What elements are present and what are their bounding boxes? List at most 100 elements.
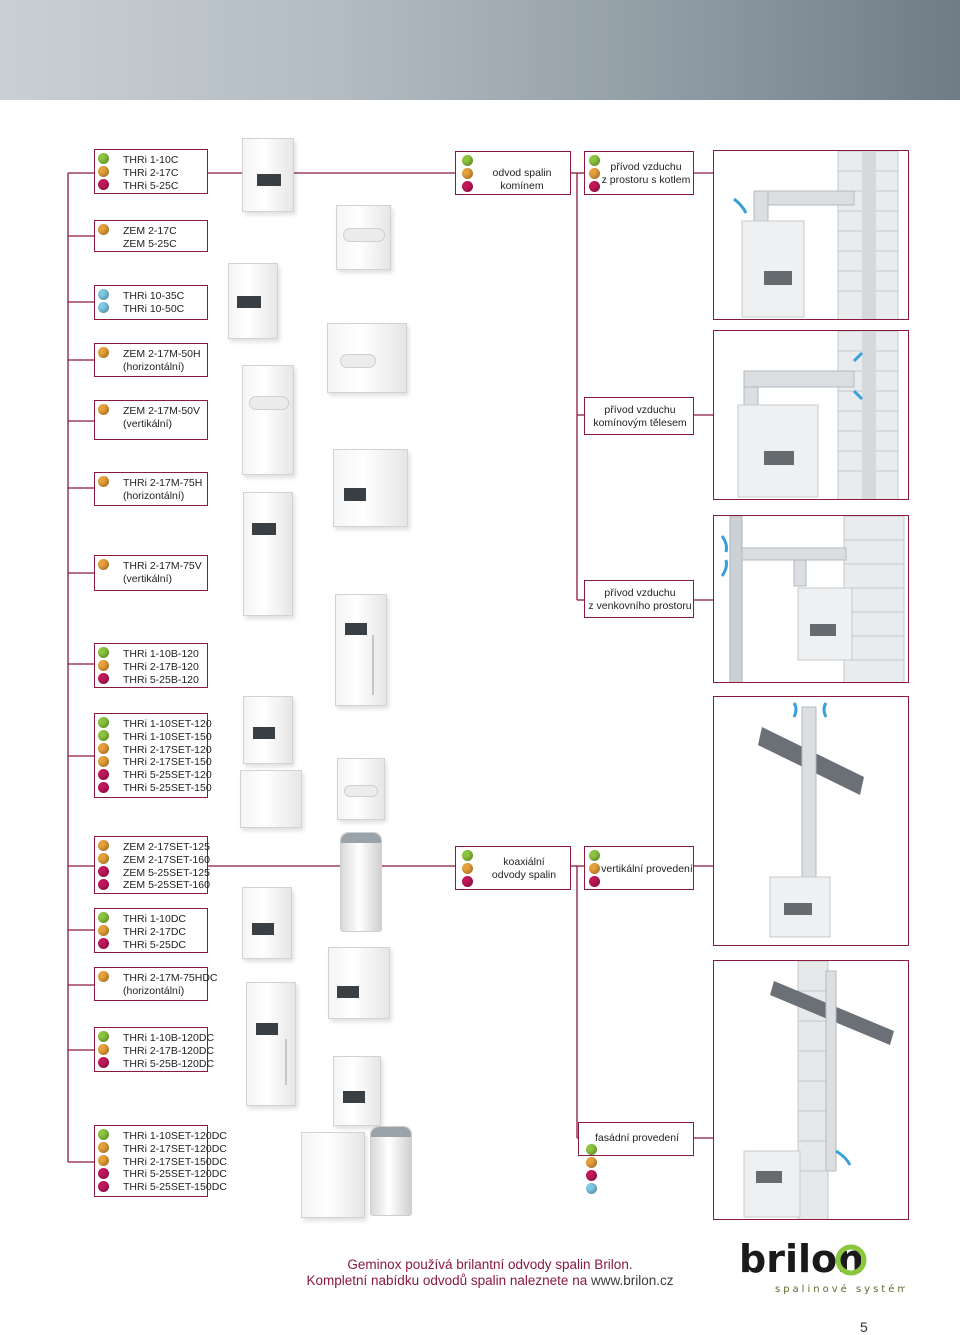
green-dot	[98, 912, 109, 923]
magenta-dot	[98, 1181, 109, 1192]
model-name: THRi 1-10SET-150	[123, 730, 212, 743]
model-name: THRi 10-50C	[123, 302, 185, 315]
model-name: THRi 2-17B-120DC	[123, 1044, 215, 1057]
model-list: THRi 2-17M-75V(vertikální)	[123, 560, 202, 586]
coaxial-label-line1: koaxiální	[503, 856, 545, 868]
air-outside-label: přívod vzduchu z venkovního prostoru	[587, 587, 693, 613]
magenta-dot	[98, 179, 109, 190]
scene-outside-air	[713, 515, 909, 683]
page-number: 5	[860, 1319, 868, 1335]
model-name: ZEM 2-17SET-160	[123, 853, 210, 866]
model-name: THRi 5-25SET-120	[123, 769, 212, 782]
compatibility-dots	[98, 1031, 109, 1070]
magenta-dot	[98, 879, 109, 890]
chimney-exhaust-label: odvod spalin komínem	[492, 167, 552, 192]
model-name: (horizontální)	[123, 489, 185, 502]
model-name: ZEM 2-17M-50H	[123, 348, 201, 360]
model-name: THRi 5-25B-120	[123, 673, 199, 686]
boiler-image	[337, 758, 385, 820]
magenta-dot	[98, 938, 109, 949]
model-name: (horizontální)	[123, 360, 185, 373]
header-banner	[0, 0, 960, 100]
vertical-version-box: vertikální provedení	[584, 846, 694, 890]
green-dot	[98, 1031, 109, 1042]
model-name: THRi 2-17SET-150DC	[123, 1155, 227, 1168]
model-name: THRi 2-17M-75V	[123, 560, 202, 572]
air-outside-box: přívod vzduchu z venkovního prostoru	[584, 580, 694, 618]
model-name: ZEM 5-25C	[123, 237, 177, 250]
footer-note: Geminox používá brilantní odvody spalin …	[280, 1257, 700, 1289]
facade-version-label: fasádní provedení	[594, 1132, 680, 1144]
logo-tagline: spalinové systémy	[775, 1283, 905, 1295]
green-dot	[586, 1144, 597, 1155]
orange-dot	[98, 476, 109, 487]
model-name: THRi 1-10B-120DC	[123, 1032, 215, 1044]
compatibility-dots	[98, 717, 109, 795]
model-name: ZEM 2-17SET-125	[123, 841, 210, 853]
logo-ring-icon	[835, 1244, 867, 1276]
magenta-dot	[589, 181, 600, 192]
model-name: THRi 1-10DC	[123, 913, 187, 925]
model-name: THRi 2-17M-75H	[123, 477, 203, 489]
orange-dot	[98, 925, 109, 936]
model-name: THRi 2-17B-120	[123, 660, 199, 673]
magenta-dot	[98, 673, 109, 684]
boiler-image	[242, 365, 294, 475]
orange-dot	[462, 168, 473, 179]
scene-facade	[713, 960, 909, 1220]
boiler-image	[243, 492, 293, 616]
model-name: THRi 2-17DC	[123, 925, 187, 938]
model-group-box: THRi 2-17M-75HDC(horizontální)	[94, 967, 218, 1001]
boiler-image	[327, 323, 407, 393]
boiler-image	[333, 1056, 381, 1126]
orange-dot	[586, 1157, 597, 1168]
air-room-line1: přívod vzduchu	[610, 161, 682, 173]
footer-line2-text: Kompletní nabídku odvodů spalin naleznet…	[306, 1273, 591, 1288]
coaxial-label: koaxiální odvody spalin	[476, 856, 572, 882]
model-name: THRi 2-17SET-120DC	[123, 1142, 227, 1155]
footer-url-link[interactable]: www.brilon.cz	[590, 1273, 674, 1288]
footer-line2: Kompletní nabídku odvodů spalin naleznet…	[280, 1273, 700, 1289]
compatibility-dots	[98, 224, 109, 237]
model-name: THRi 5-25B-120DC	[123, 1057, 215, 1070]
model-name: THRi 1-10SET-120DC	[123, 1130, 227, 1142]
green-dot	[462, 155, 473, 166]
coaxial-exhaust-box: koaxiální odvody spalin	[455, 846, 571, 890]
model-group-box: THRi 2-17M-75H(horizontální)	[94, 472, 208, 506]
boiler-image	[240, 770, 302, 828]
boiler-image	[336, 205, 391, 270]
magenta-dot	[98, 769, 109, 780]
green-dot	[589, 850, 600, 861]
compatibility-dots	[98, 559, 109, 572]
model-list: THRi 2-17M-75HDC(horizontální)	[123, 972, 218, 998]
air-outside-line1: přívod vzduchu	[604, 587, 676, 599]
brilon-logo: brilon spalinové systémy	[735, 1236, 916, 1296]
chimney-exhaust-box: odvod spalin komínem	[455, 151, 571, 195]
model-name: THRi 10-35C	[123, 290, 185, 302]
air-chimney-line1: přívod vzduchu	[604, 404, 676, 416]
vertical-version-label: vertikální provedení	[601, 863, 693, 875]
orange-dot	[589, 863, 600, 874]
orange-dot	[98, 1155, 109, 1166]
air-room-line2: z prostoru s kotlem	[601, 174, 691, 186]
air-outside-line2: z venkovního prostoru	[588, 600, 692, 612]
orange-dot	[98, 660, 109, 671]
model-name: THRi 5-25C	[123, 179, 179, 192]
model-group-box: ZEM 2-17M-50H(horizontální)	[94, 343, 208, 377]
model-name: THRi 1-10SET-120	[123, 718, 212, 730]
magenta-dot	[462, 181, 473, 192]
logo-word: brilon	[739, 1237, 864, 1281]
orange-dot	[98, 756, 109, 767]
model-name: THRi 2-17C	[123, 166, 179, 179]
coaxial-label-line2: odvody spalin	[491, 869, 557, 881]
